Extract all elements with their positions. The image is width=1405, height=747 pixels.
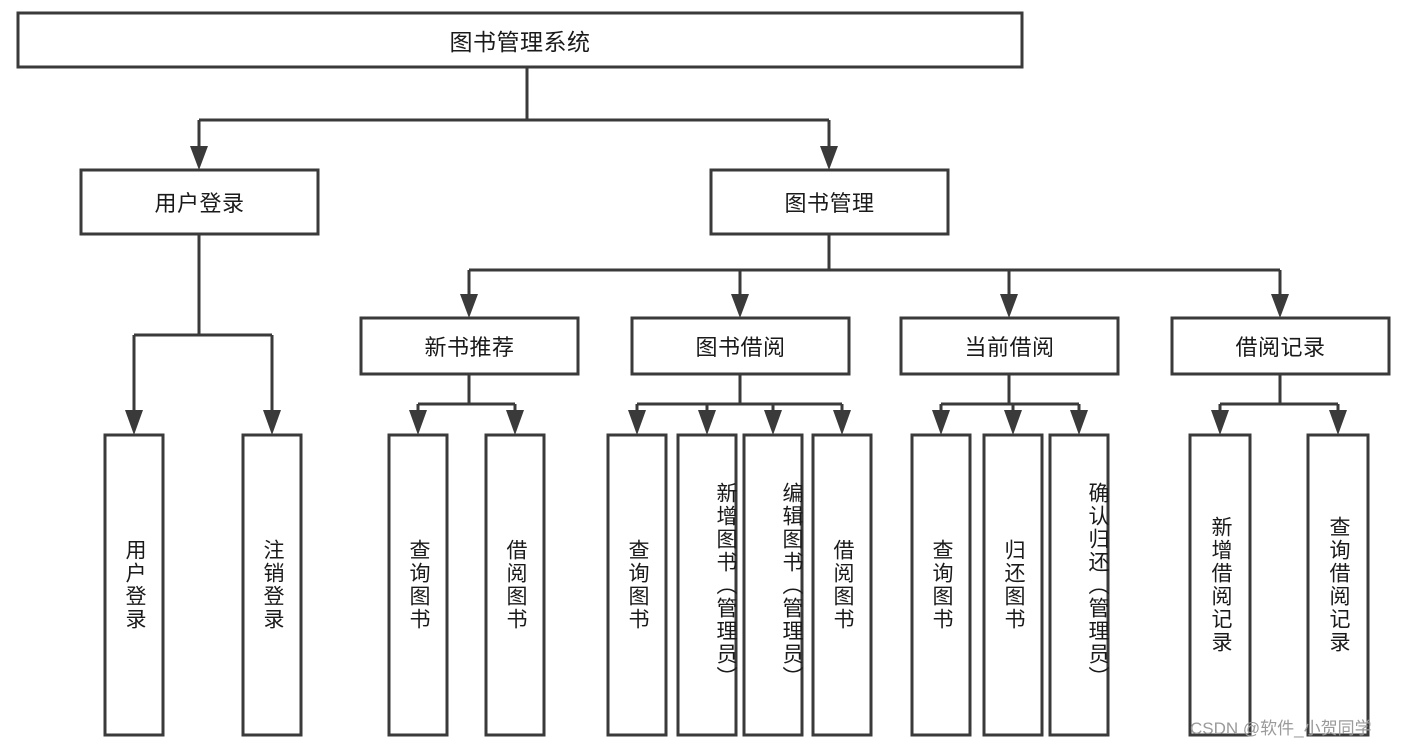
node-box-root[interactable] (16, 11, 1024, 69)
node-box-book-manage[interactable] (709, 168, 950, 236)
arrow-head-user-login (190, 146, 208, 170)
arrow-head-leaf-add-record (1211, 410, 1229, 435)
arrow-head-leaf-query-book-2 (628, 410, 646, 435)
arrow-head-leaf-add-book-admin (698, 410, 716, 435)
node-box-new-book-rec[interactable] (359, 316, 580, 376)
arrow-head-leaf-edit-book-admin (764, 410, 782, 435)
node-box-leaf-return-book[interactable] (982, 433, 1044, 737)
arrow-head-leaf-borrow-book-2 (833, 410, 851, 435)
arrow-head-book-borrow (731, 294, 749, 318)
node-box-leaf-edit-book-admin[interactable] (742, 433, 804, 737)
arrow-head-leaf-query-record (1329, 410, 1347, 435)
arrow-head-new-book-rec (460, 294, 478, 318)
arrow-head-leaf-return-book (1004, 410, 1022, 435)
node-box-leaf-borrow-book-2[interactable] (811, 433, 873, 737)
watermark-label: CSDN @软件_小贺同学 (1190, 719, 1372, 738)
arrow-head-borrow-record (1271, 294, 1289, 318)
connector-book-manage-to-level3 (460, 234, 1289, 318)
node-box-leaf-user-login[interactable] (103, 433, 165, 737)
node-box-leaf-logout[interactable] (241, 433, 303, 737)
connector-root-to-level2 (190, 67, 838, 170)
arrow-head-book-manage (820, 146, 838, 170)
arrow-head-leaf-borrow-book-1 (506, 410, 524, 435)
node-box-borrow-record[interactable] (1170, 316, 1391, 376)
arrow-head-leaf-user-login (125, 410, 143, 435)
node-box-current-borrow[interactable] (899, 316, 1120, 376)
arrow-head-current-borrow (1000, 294, 1018, 318)
arrow-head-leaf-confirm-return-admin (1070, 410, 1088, 435)
node-box-leaf-query-book-2[interactable] (606, 433, 668, 737)
connector-new-book-rec-to-leaves (409, 374, 524, 435)
node-box-book-borrow[interactable] (630, 316, 851, 376)
arrow-head-leaf-logout (263, 410, 281, 435)
node-box-leaf-query-book-3[interactable] (910, 433, 972, 737)
connector-user-login-to-leaves (125, 234, 281, 435)
arrow-head-leaf-query-book-1 (409, 410, 427, 435)
connector-borrow-record-to-leaves (1211, 374, 1347, 435)
node-box-leaf-query-record[interactable] (1306, 433, 1370, 737)
arrow-head-leaf-query-book-3 (932, 410, 950, 435)
node-box-user-login[interactable] (79, 168, 320, 236)
node-box-leaf-add-record[interactable] (1188, 433, 1252, 737)
node-box-leaf-borrow-book-1[interactable] (484, 433, 546, 737)
connector-current-borrow-to-leaves (932, 374, 1088, 435)
connector-book-borrow-to-leaves (628, 374, 851, 435)
node-box-leaf-query-book-1[interactable] (387, 433, 449, 737)
node-box-leaf-add-book-admin[interactable] (676, 433, 738, 737)
node-box-leaf-confirm-return-admin[interactable] (1048, 433, 1110, 737)
